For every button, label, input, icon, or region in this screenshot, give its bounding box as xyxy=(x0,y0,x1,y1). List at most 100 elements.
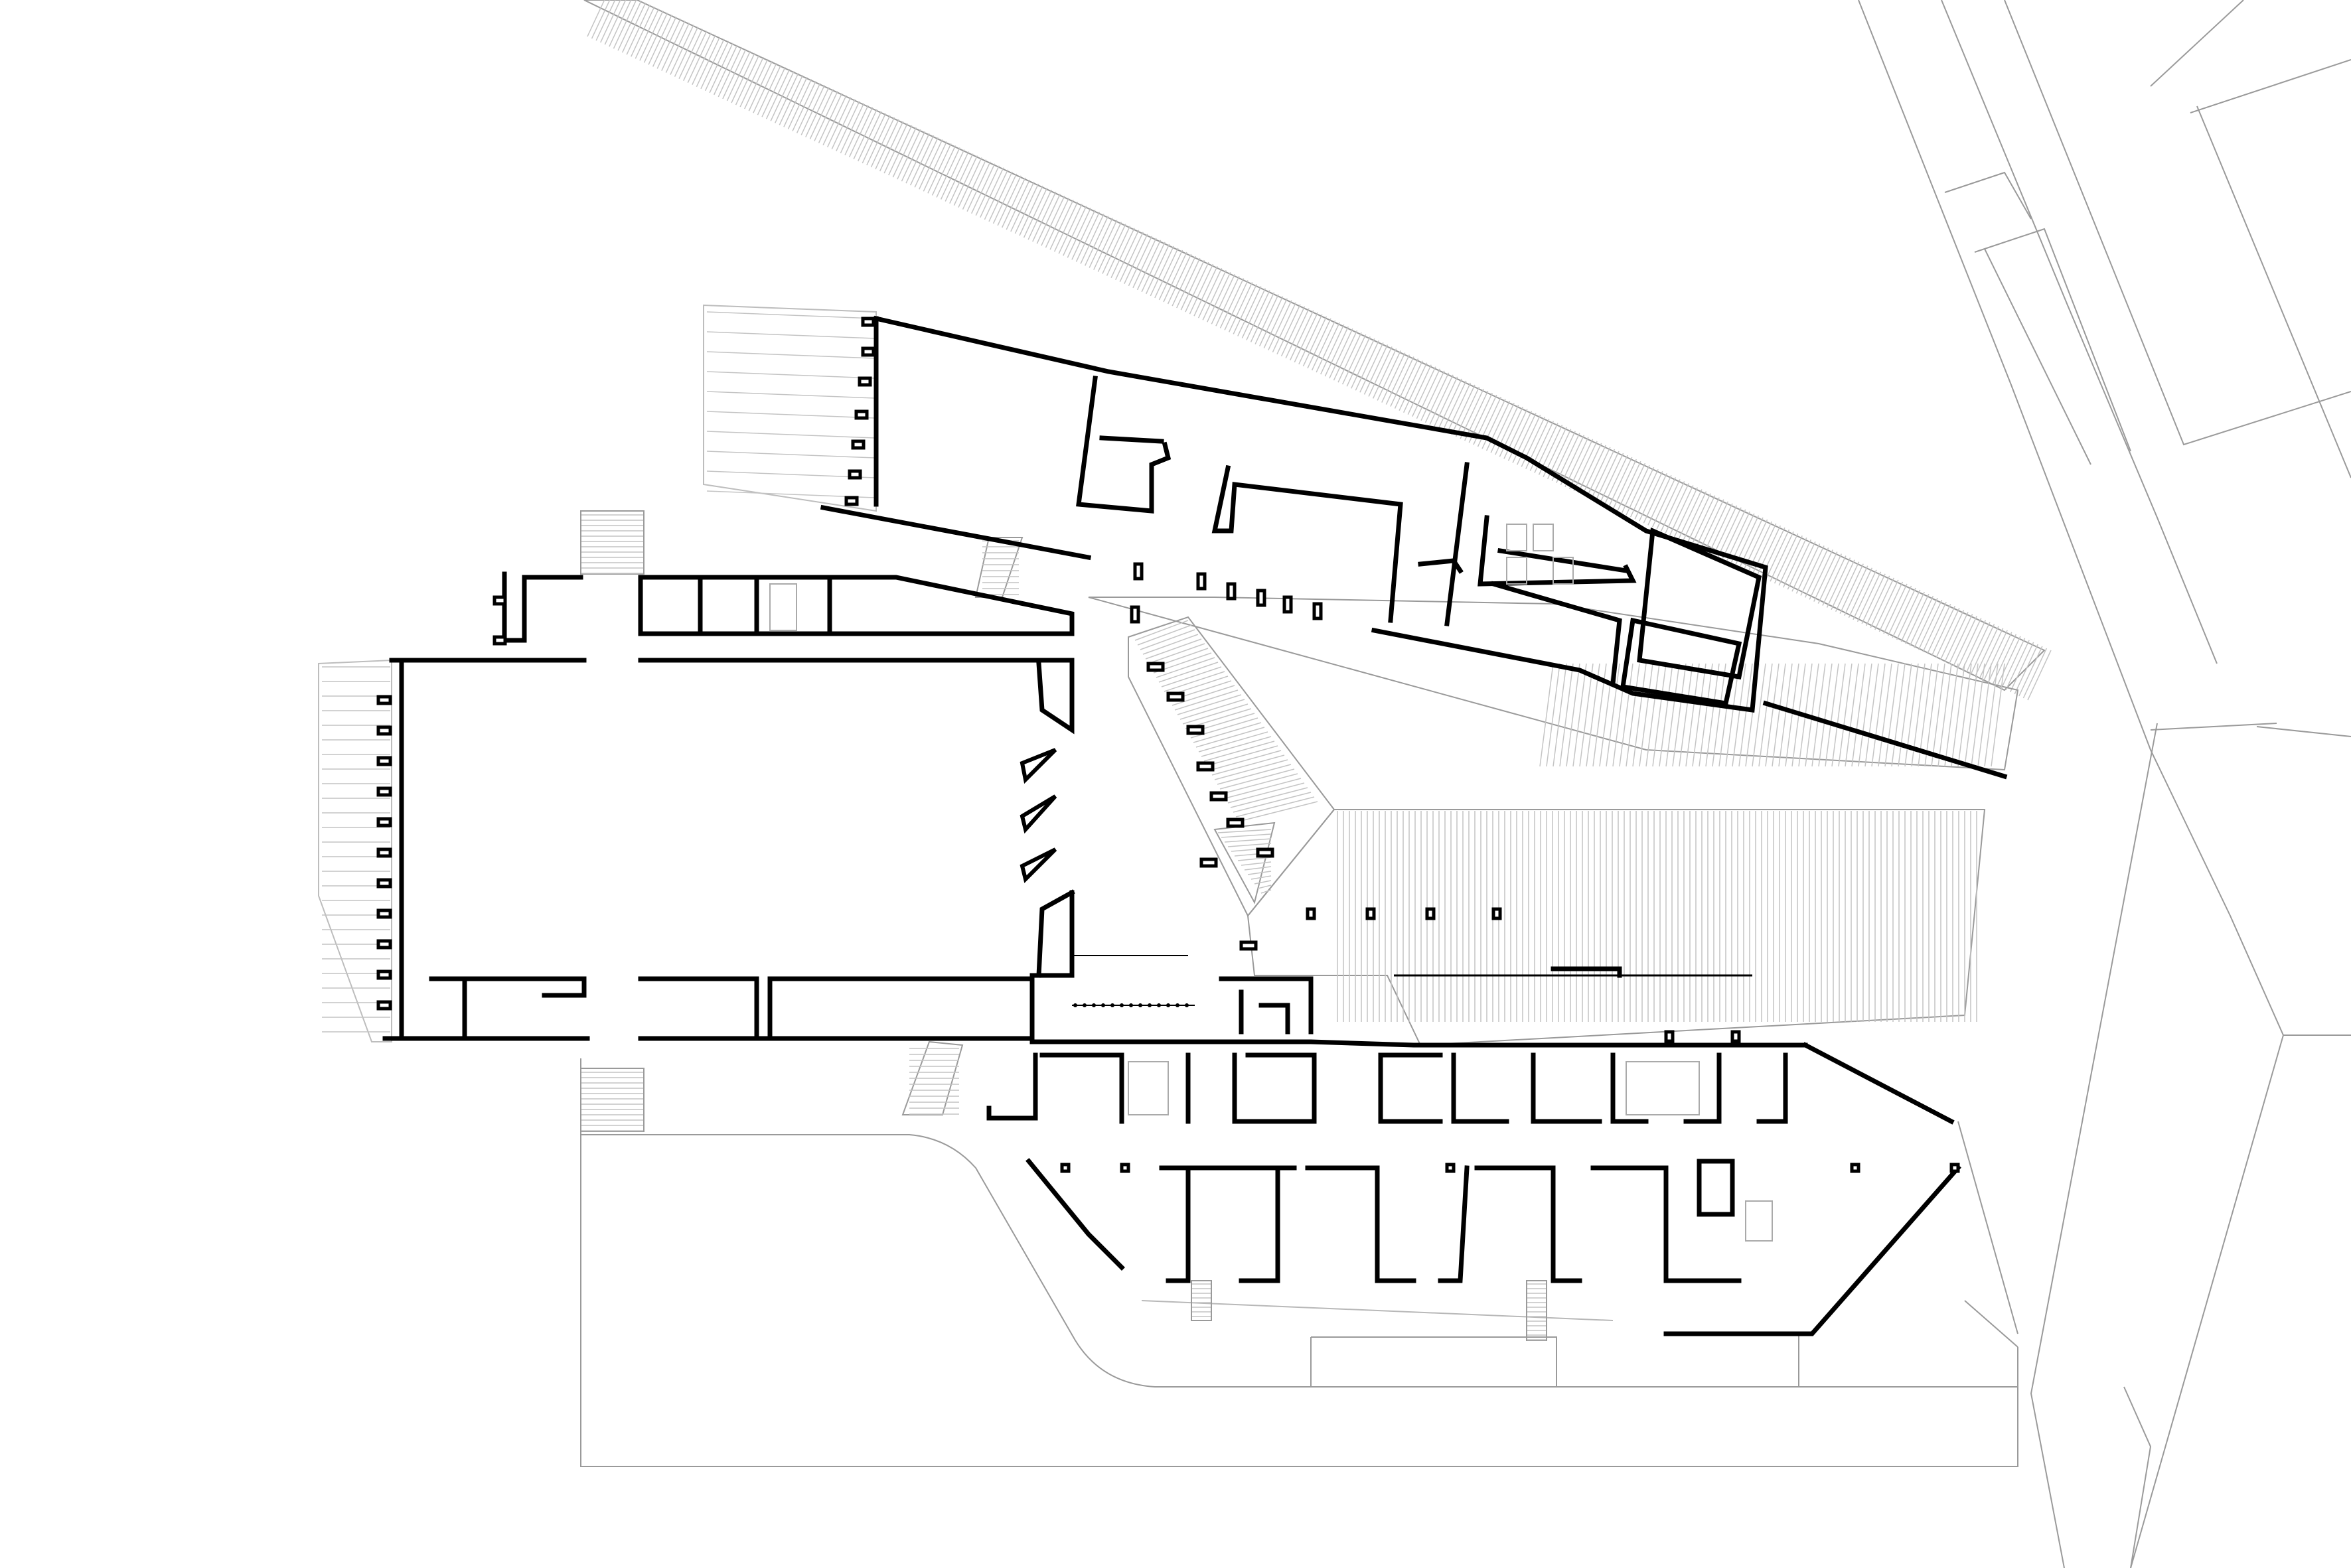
hatch-line xyxy=(621,2,646,53)
lower-row-wall xyxy=(1590,1165,1742,1283)
hatch-line xyxy=(997,175,1022,226)
hatch-line xyxy=(1966,622,1991,672)
hatch-line xyxy=(1838,663,1853,767)
hatch-line xyxy=(1324,326,1349,377)
hatch-line xyxy=(1140,629,1195,650)
hall-fins xyxy=(1020,748,1057,883)
hatch-line xyxy=(1957,618,1982,668)
hatch-line xyxy=(779,75,804,125)
main-hall xyxy=(382,571,1075,1041)
wc-fixture xyxy=(1506,524,1527,551)
hatch-line xyxy=(1900,591,1925,642)
hatch-line xyxy=(1442,380,1467,431)
neighbour-block xyxy=(2030,723,2158,1568)
stair-tread xyxy=(1241,861,1272,866)
hatch-line xyxy=(1871,663,1886,767)
hatch-line xyxy=(1712,505,1738,556)
hatch-line xyxy=(1390,356,1414,407)
hatch-line xyxy=(1019,185,1043,236)
hatch-line xyxy=(1237,286,1262,336)
hatch-line xyxy=(1320,324,1345,375)
site-line xyxy=(1141,1300,1614,1321)
hatch-line xyxy=(1254,294,1279,344)
hatch-line xyxy=(1778,535,1803,586)
hatch-line xyxy=(1685,663,1700,767)
hatch-line xyxy=(1485,400,1511,451)
column xyxy=(851,439,866,450)
hatch-line xyxy=(1263,298,1288,349)
hatch-line xyxy=(1381,352,1406,403)
hatch-line xyxy=(1084,216,1109,266)
hatch-line xyxy=(1883,583,1908,634)
hatch-line xyxy=(1922,601,1947,652)
inner-room-wall xyxy=(1211,464,1403,623)
hatch-line xyxy=(792,81,816,131)
hall-annex xyxy=(638,575,1075,636)
hatch-line xyxy=(1161,666,1222,687)
column xyxy=(376,695,392,705)
hatch-line xyxy=(739,56,764,107)
south-block-room xyxy=(1610,1052,1649,1124)
column xyxy=(861,346,875,357)
hatch-line xyxy=(1420,370,1445,421)
hatch-line xyxy=(1067,208,1092,258)
hatch-line xyxy=(1944,663,1959,767)
link-room xyxy=(1258,1003,1290,1034)
hatch-line xyxy=(1935,608,1960,658)
wc-fixture xyxy=(1553,557,1574,585)
hatch-line xyxy=(818,93,843,143)
hatch-line xyxy=(674,27,699,77)
hatch-line xyxy=(1093,220,1118,270)
hatch-line xyxy=(1407,364,1432,415)
stair-tread xyxy=(1217,829,1272,833)
hall-east-wall-upper xyxy=(1036,658,1075,735)
hatch-line xyxy=(958,157,982,208)
hatch-line xyxy=(970,163,996,214)
lower-row-wall xyxy=(1239,1165,1280,1283)
hatch-line xyxy=(1772,663,1786,767)
neighbour-block xyxy=(1984,248,2091,465)
hatch-line xyxy=(1023,187,1048,238)
hatch-line xyxy=(844,105,869,156)
wc-fixture xyxy=(769,583,797,631)
hall-annex xyxy=(502,571,583,643)
hatch-line xyxy=(1222,773,1298,794)
inner-room-wall xyxy=(1099,435,1164,444)
hatch-line xyxy=(940,149,965,200)
hatch-line xyxy=(626,4,650,55)
hatch-line xyxy=(1692,663,1706,767)
hatch-line xyxy=(1851,663,1866,767)
site-line xyxy=(1964,1300,2018,1348)
column xyxy=(1256,847,1274,858)
hatch-line xyxy=(1163,251,1187,303)
hatch-line xyxy=(1682,491,1707,541)
hatch-line xyxy=(757,64,782,115)
hatch-line xyxy=(1363,344,1389,395)
hatch-line xyxy=(897,129,921,180)
hatch-line xyxy=(1639,663,1653,767)
lower-row-wall xyxy=(1474,1165,1582,1283)
stair-tread xyxy=(1227,843,1272,847)
neighbour-block xyxy=(2190,59,2351,113)
hatch-line xyxy=(1258,296,1284,346)
hatch-line xyxy=(1539,663,1554,767)
columns xyxy=(376,317,1960,1173)
hatch-line xyxy=(648,15,672,65)
fin xyxy=(1020,748,1057,784)
south-block-north-wall xyxy=(1029,1039,1808,1048)
hatch-line xyxy=(1128,236,1153,287)
hatch-line xyxy=(731,52,755,104)
column xyxy=(376,1000,392,1011)
column xyxy=(1365,907,1376,920)
hatch-line xyxy=(665,23,690,73)
hatch-line xyxy=(1211,274,1236,324)
hatch-line xyxy=(888,125,913,176)
hatch-line xyxy=(923,141,948,192)
hatch-line xyxy=(1041,195,1065,246)
hatch-line xyxy=(1412,366,1436,417)
column xyxy=(1226,582,1237,601)
hatch-line xyxy=(1119,232,1144,283)
hatch-line xyxy=(1053,201,1079,252)
hatch-line xyxy=(1036,193,1061,244)
